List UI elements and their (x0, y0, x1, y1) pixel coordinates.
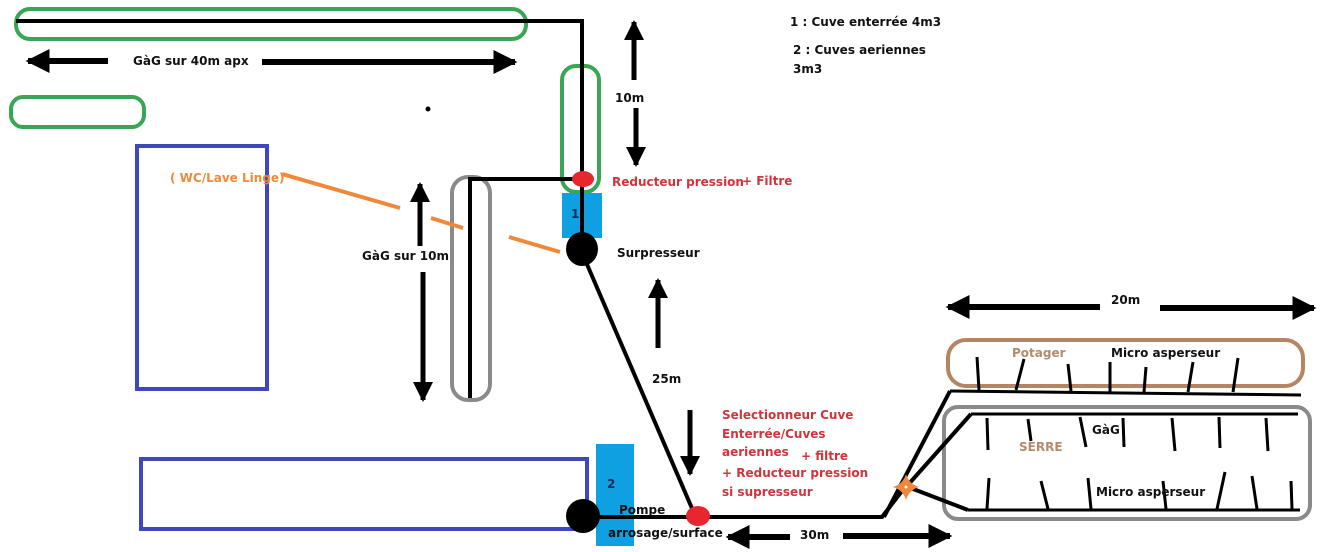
label-20m: 20m (1111, 293, 1140, 307)
pipe-top (16, 19, 584, 178)
orange-line-1 (281, 172, 401, 210)
building-house (135, 144, 269, 391)
label-selector-5: si supresseur (722, 485, 813, 499)
label-wc-lave-linge: ( WC/Lave Linge) (170, 171, 285, 185)
label-gag-serre: GàG (1092, 423, 1120, 437)
dot (425, 106, 431, 112)
splitter-center (904, 485, 908, 489)
pump-arrosage (566, 499, 600, 533)
green-zone-top (14, 7, 528, 41)
label-micro-bottom: Micro asperseur (1096, 485, 1205, 499)
label-selector-3: aeriennes (722, 445, 789, 459)
legend-item-2-line2: 3m3 (793, 62, 822, 76)
label-pompe-2: arrosage/surface (608, 526, 723, 540)
label-filtre-top: + Filtre (742, 174, 792, 188)
serre-zone (942, 405, 1312, 521)
pipe-25m (584, 261, 696, 514)
tank-2 (596, 444, 634, 546)
label-reducteur-top: Reducteur pression (612, 175, 744, 189)
orange-line-2 (430, 216, 464, 230)
distribution-pipes (882, 390, 973, 518)
label-selector-filtre: + filtre (801, 449, 848, 463)
label-serre: SERRE (1019, 440, 1063, 454)
green-zone-small (9, 95, 146, 129)
legend-item-1: 1 : Cuve enterrée 4m3 (790, 15, 941, 29)
legend-item-2-line1: 2 : Cuves aeriennes (793, 43, 926, 57)
valve-selector (686, 506, 710, 526)
label-micro-top: Micro asperseur (1111, 346, 1220, 360)
serre-lines (968, 412, 1300, 512)
valve-reducer-top (572, 171, 594, 187)
label-pompe-1: Pompe (619, 503, 665, 517)
label-25m: 25m (652, 372, 681, 386)
potager-zone (946, 338, 1305, 388)
label-selector-4: + Reducteur pression (722, 466, 868, 480)
label-gag-40m: GàG sur 40m apx (133, 54, 249, 68)
label-surpresseur: Surpresseur (617, 246, 700, 260)
orange-line-3 (508, 235, 561, 254)
label-tank-1: 1 (571, 207, 579, 221)
surpresseur-pump (566, 232, 598, 266)
building-bottom (139, 457, 589, 531)
label-selector-1: Selectionneur Cuve (722, 408, 853, 422)
label-potager: Potager (1012, 346, 1066, 360)
pipe-30m (582, 485, 907, 519)
label-10m: 10m (615, 91, 644, 105)
label-tank-2: 2 (607, 477, 615, 491)
label-gag-10m: GàG sur 10m (362, 249, 449, 263)
potager-sprinklers (949, 356, 1302, 397)
label-selector-2: Enterrée/Cuves (722, 427, 826, 441)
pipe-to-house (468, 177, 582, 398)
label-30m: 30m (800, 528, 829, 542)
